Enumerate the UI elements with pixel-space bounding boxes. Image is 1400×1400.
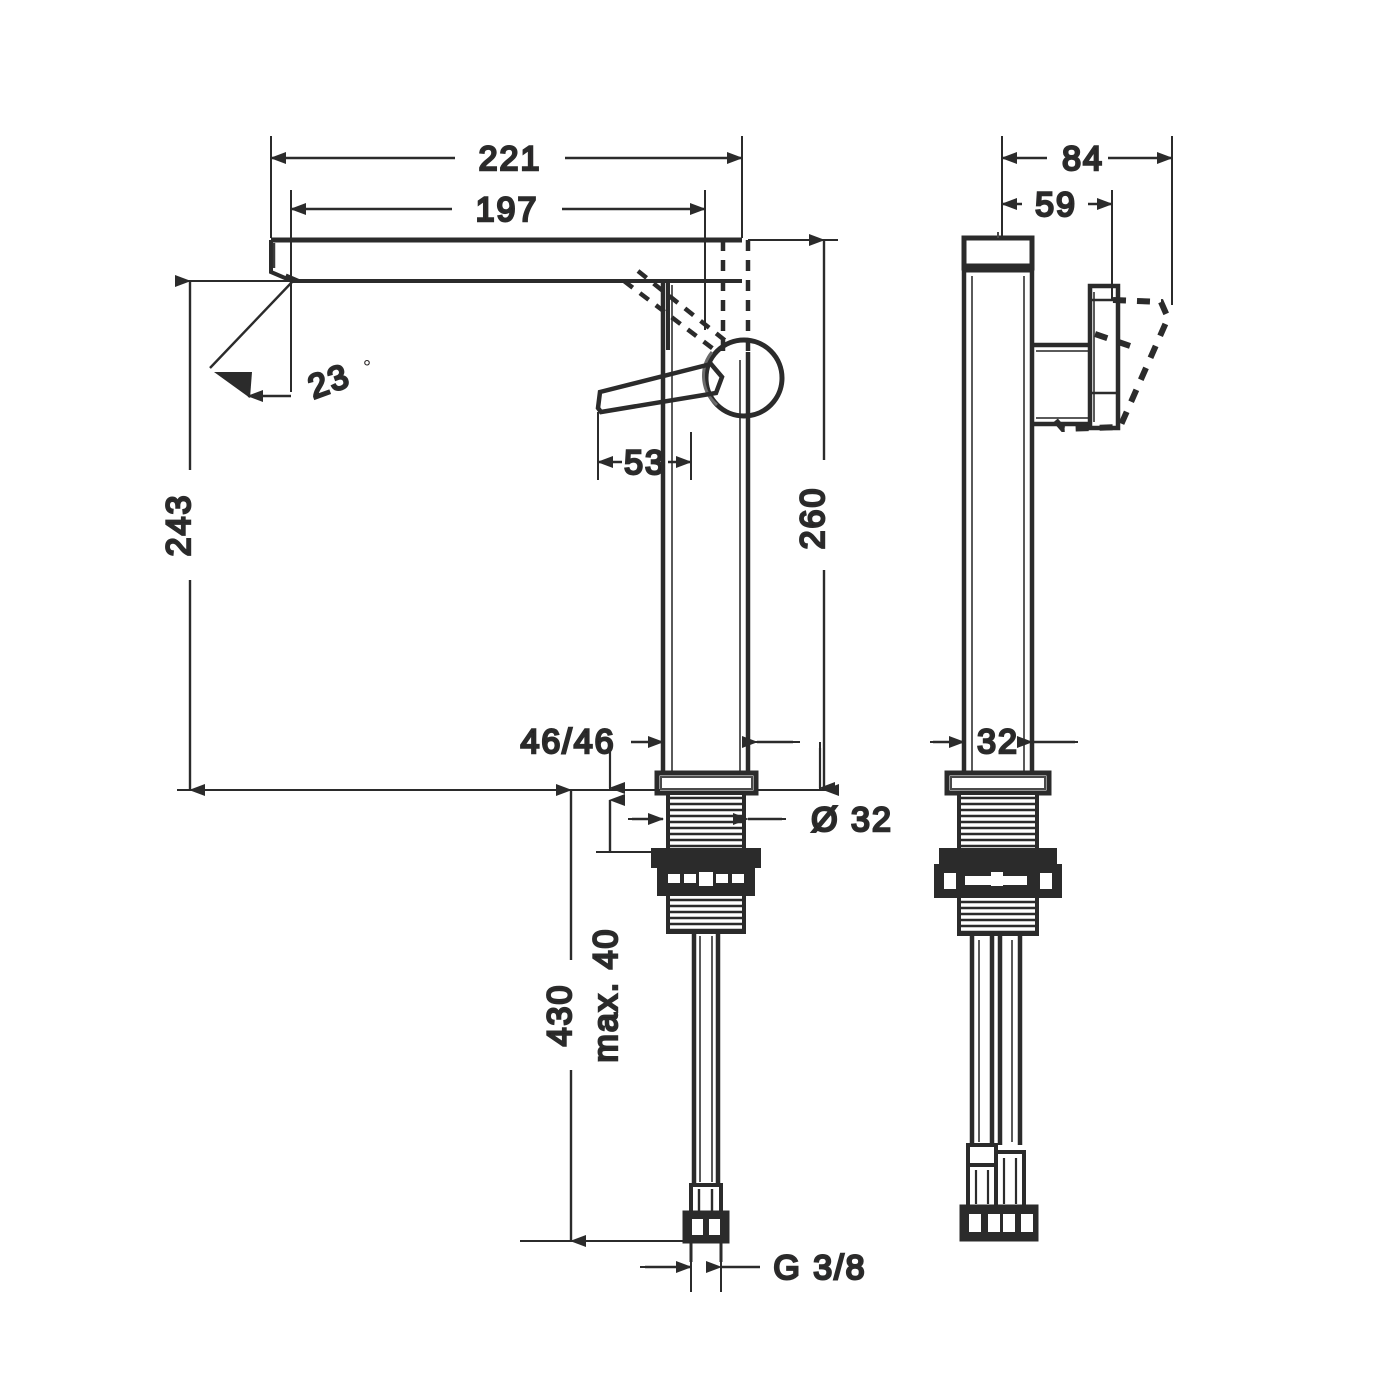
front-view-geometry bbox=[269, 237, 785, 1262]
lever-handle bbox=[595, 361, 725, 415]
dim-59-label: 59 bbox=[1035, 186, 1077, 224]
dim-430-label: 430 bbox=[541, 984, 579, 1047]
dim-84-label: 84 bbox=[1062, 140, 1104, 178]
side-hose-ferrule-left bbox=[966, 1163, 998, 1209]
dim-d32-label: Ø 32 bbox=[811, 801, 893, 839]
dimension-lines bbox=[177, 136, 1173, 1292]
side-hose-ferrule-right bbox=[994, 1150, 1026, 1209]
dim-max40-label: max. 40 bbox=[587, 928, 625, 1063]
side-mounting-washer bbox=[939, 848, 1057, 868]
dim-221-label: 221 bbox=[479, 140, 542, 178]
dim-260-label: 260 bbox=[794, 487, 832, 550]
dim-23-degree-symbol: ° bbox=[363, 357, 371, 379]
dim-g38-label: G 3/8 bbox=[773, 1249, 866, 1287]
dim-197-label: 197 bbox=[476, 191, 539, 229]
dim-4646-label: 46/46 bbox=[520, 723, 615, 761]
dim-53-label: 53 bbox=[624, 444, 666, 482]
hose-ferrule bbox=[689, 1183, 723, 1215]
handle-swing-outline bbox=[1047, 297, 1172, 433]
dim-23-leader-slant bbox=[209, 280, 294, 369]
dim-32-label: 32 bbox=[977, 723, 1019, 761]
side-view-geometry bbox=[934, 235, 1172, 1242]
handle-pivot-circle bbox=[703, 337, 785, 419]
g38-connector bbox=[682, 1210, 730, 1244]
side-connection-hoses bbox=[969, 934, 1023, 1145]
mounting-washer bbox=[651, 848, 761, 868]
dim-243-label: 243 bbox=[160, 494, 198, 557]
dim-23-arrowhead-slant bbox=[214, 372, 252, 398]
